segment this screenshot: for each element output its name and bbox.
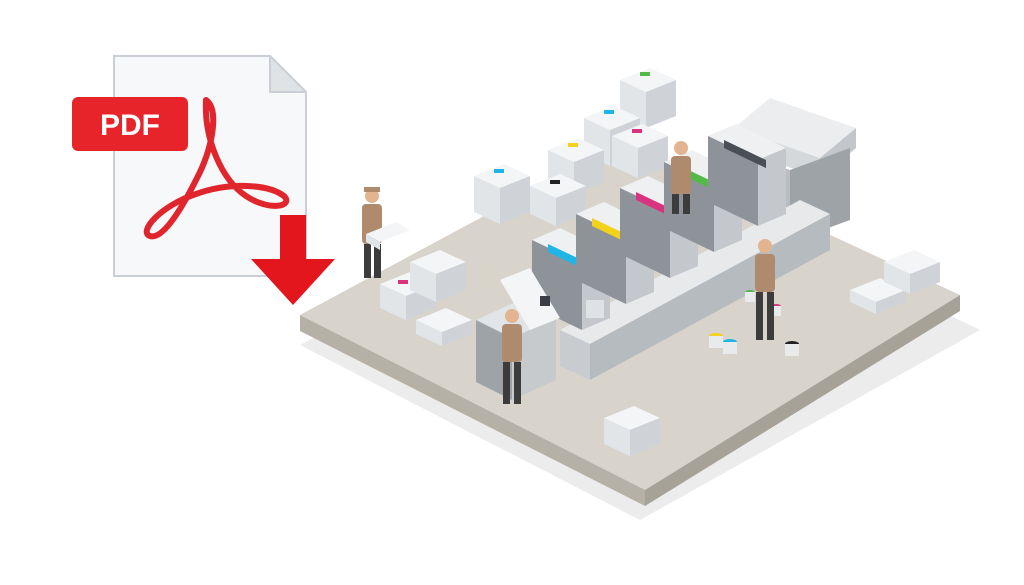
ink-buckets (709, 290, 799, 356)
print-unit-back (708, 124, 786, 226)
worker-with-buckets (755, 239, 775, 340)
paper-stack (604, 406, 660, 456)
acrobat-logo-icon (143, 97, 290, 240)
paper-stack (416, 308, 472, 346)
pdf-document-icon (113, 55, 307, 277)
pdf-badge-label: PDF (100, 109, 160, 142)
paper-stack (410, 250, 466, 302)
paper-stack (474, 164, 530, 224)
worker-carrying-paper (362, 187, 410, 278)
worker-at-press (671, 141, 691, 214)
paper-stack (884, 250, 940, 294)
paper-stacks-front (380, 250, 940, 456)
pdf-badge: PDF (72, 97, 188, 151)
download-arrow-icon (251, 215, 335, 305)
worker-at-console (502, 309, 522, 404)
paper-stacks-back (474, 68, 676, 226)
paper-stack (612, 124, 668, 178)
